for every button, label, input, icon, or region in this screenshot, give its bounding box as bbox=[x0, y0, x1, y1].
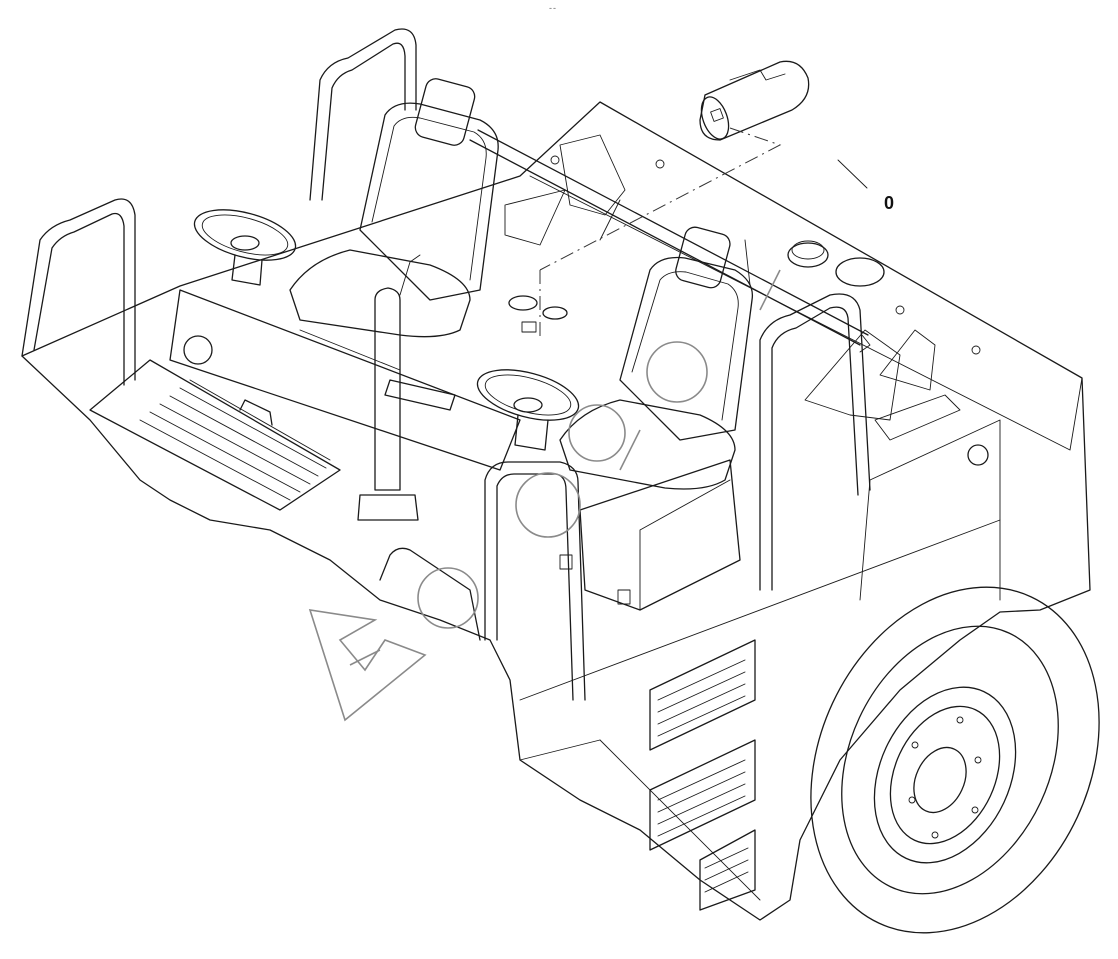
steering-wheel-right bbox=[476, 369, 580, 451]
grab-handles bbox=[21, 28, 871, 701]
callout-label-0: 0 bbox=[884, 193, 895, 213]
overhead-bar bbox=[469, 129, 871, 353]
assembly-leader-lines bbox=[539, 127, 868, 340]
side-vent-grilles bbox=[649, 639, 756, 911]
page-header-mark: -- bbox=[549, 3, 557, 13]
exploded-part-cylinder bbox=[699, 60, 810, 141]
watermark-logo bbox=[308, 269, 781, 722]
rear-wheel bbox=[810, 586, 1100, 934]
front-step bbox=[89, 359, 341, 511]
battery-box bbox=[559, 459, 741, 611]
filler-caps bbox=[550, 155, 981, 355]
steering-wheel-left bbox=[193, 209, 297, 286]
operator-seat-right bbox=[559, 226, 754, 490]
chassis-body bbox=[21, 101, 1091, 921]
operator-seat-left bbox=[289, 78, 499, 338]
dashboard-console bbox=[169, 289, 521, 471]
control-columns bbox=[357, 199, 751, 521]
